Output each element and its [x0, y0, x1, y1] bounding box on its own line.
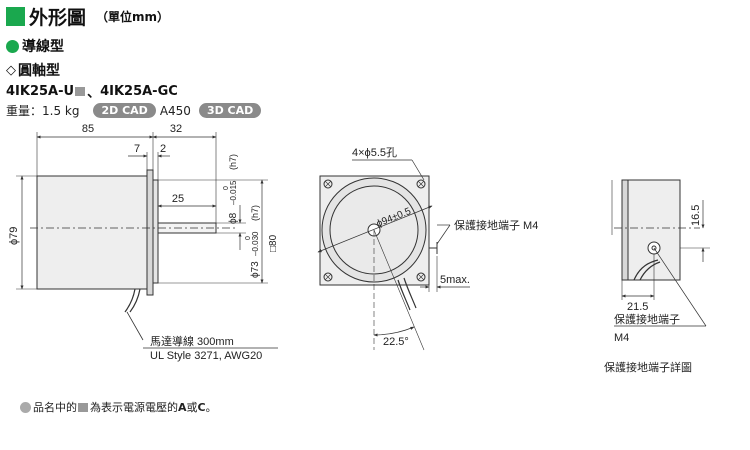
- voltage-placeholder-box: [78, 402, 88, 412]
- detail-view: [611, 179, 710, 327]
- title-text: 外形圖: [29, 6, 87, 29]
- diamond-icon: ◇: [6, 62, 16, 78]
- footnote-or: 或: [186, 401, 198, 414]
- flange: [146, 169, 154, 296]
- shaft-type-heading: ◇ 圓軸型: [6, 60, 60, 80]
- dim-16-5: 16.5: [690, 205, 702, 226]
- dim-21-5: 21.5: [627, 301, 648, 313]
- dim-phi8-tol: –0.015: [229, 180, 238, 205]
- footnote-post: 為表示電源電壓的: [90, 401, 178, 414]
- detail-label-2: M4: [614, 332, 629, 344]
- dim-2: 2: [160, 143, 166, 155]
- model-name-1: 4IK25A-U: [6, 84, 75, 99]
- gray-dot-icon: [20, 401, 31, 413]
- footnote-end: 。: [205, 401, 217, 414]
- dim-phi73-fit: (h7): [250, 205, 260, 221]
- detail-label-1: 保護接地端子: [614, 312, 680, 326]
- spec-line: 重量：1.5 kg 2D CAD A450 3D CAD: [6, 102, 265, 119]
- dim-sq80: □80: [268, 234, 279, 252]
- dim-5max: 5max.: [440, 274, 470, 286]
- model-name-2: 4IK25A-GC: [100, 84, 178, 99]
- cad-2d-badge[interactable]: 2D CAD: [93, 103, 156, 118]
- green-dot-icon: [6, 39, 19, 53]
- dim-holes: 4×ϕ5.5孔: [352, 146, 397, 159]
- unit-note: （單位mm）: [96, 9, 170, 24]
- footnote-c: C: [197, 400, 206, 414]
- footnote: 品名中的 為表示電源電壓的 A 或 C 。: [20, 399, 217, 415]
- detail-caption: 保護接地端子詳圖: [604, 360, 692, 374]
- model-separator: 、: [87, 86, 101, 101]
- dim-7: 7: [134, 143, 140, 155]
- footnote-pre: 品名中的: [33, 401, 77, 414]
- motor-body: [36, 175, 148, 290]
- footnote-a: A: [178, 400, 187, 414]
- dim-phi73: ϕ73: [250, 261, 261, 278]
- dim-32: 32: [170, 123, 182, 135]
- dim-phi8: ϕ8: [228, 212, 239, 224]
- cad-code[interactable]: A450: [159, 103, 191, 118]
- ground-terminal-label: 保護接地端子 M4: [454, 218, 538, 232]
- side-view: [16, 132, 268, 341]
- dim-phi73-tol: –0.030: [251, 231, 260, 256]
- dim-phi8-fit: (h7): [228, 154, 238, 170]
- lead-label-2: UL Style 3271, AWG20: [150, 350, 262, 362]
- lead-label-1: 馬達導線 300mm: [150, 334, 234, 348]
- dim-25: 25: [172, 193, 184, 205]
- weight-text: 重量：1.5 kg: [6, 104, 80, 118]
- page-title: 外形圖 （單位mm）: [6, 4, 170, 29]
- cad-3d-badge[interactable]: 3D CAD: [198, 103, 262, 118]
- voltage-placeholder-box: [75, 87, 86, 96]
- title-square-icon: [6, 6, 25, 26]
- dim-phi8-zero: 0: [223, 186, 230, 190]
- dim-phi79: ϕ79: [8, 227, 20, 245]
- wire-type-label: 導線型: [22, 39, 64, 55]
- wire-type-heading: 導線型: [6, 36, 64, 56]
- model-line: 4IK25A-U 、 4IK25A-GC: [6, 82, 178, 101]
- dim-85: 85: [82, 123, 94, 135]
- shaft-type-label: 圓軸型: [18, 63, 60, 79]
- front-view: [317, 159, 470, 351]
- pilot: [152, 179, 159, 284]
- dim-phi73-zero: 0: [245, 236, 252, 240]
- dim-angle: 22.5°: [383, 336, 409, 348]
